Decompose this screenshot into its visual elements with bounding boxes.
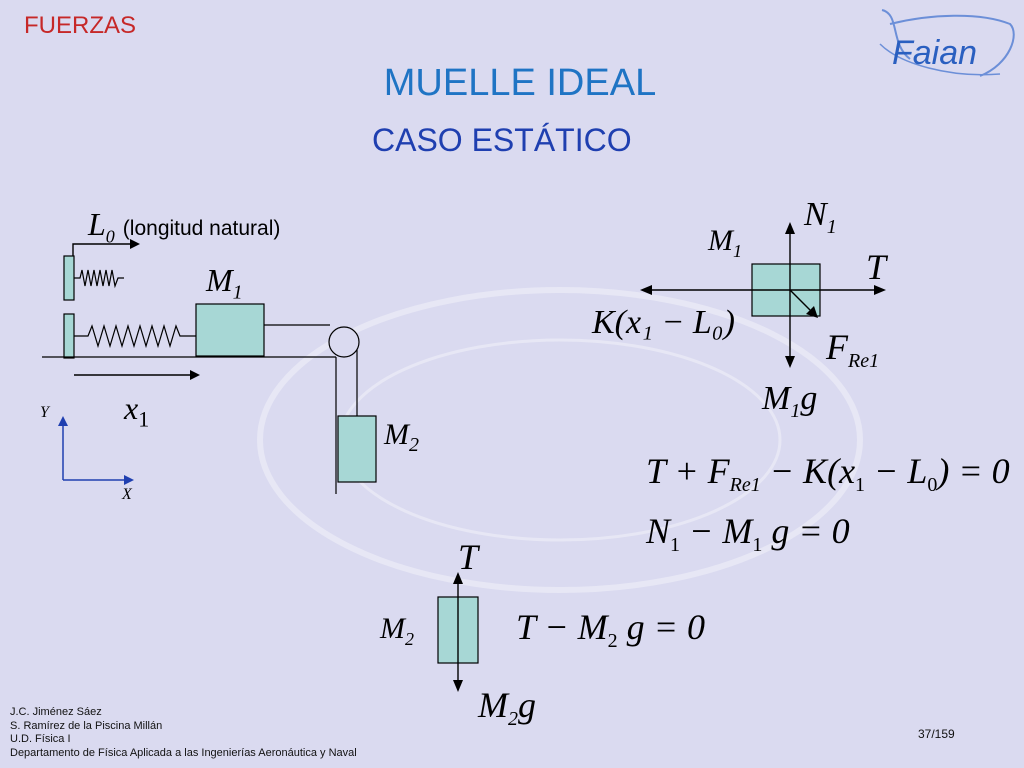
l0-label: L0 (longitud natural) — [88, 206, 281, 247]
equation-vertical-m1: N1 − M1 g = 0 — [646, 511, 850, 557]
fbd2-tension-arrowhead — [453, 572, 463, 584]
l0-note: (longitud natural) — [122, 217, 281, 240]
credits: J.C. Jiménez Sáez S. Ramírez de la Pisci… — [10, 706, 357, 760]
fbd2-weight-label: M2g — [478, 685, 536, 731]
x1-label: x1 — [124, 390, 150, 432]
block-m1 — [195, 303, 265, 357]
fbd1-friction-line — [789, 289, 811, 311]
topic-label: FUERZAS — [24, 12, 137, 39]
fbd1-tension-arrowhead — [874, 285, 886, 295]
fbd2-mass-label: M2 — [380, 612, 414, 649]
fbd1-weight-label: M1g — [762, 380, 818, 422]
block-m2 — [337, 415, 377, 483]
fbd1-spring-arrowhead — [640, 285, 652, 295]
x1-arrowhead — [190, 370, 200, 380]
slide-title: MUELLE IDEAL — [383, 62, 657, 104]
equation-horizontal-m1: T + FRe1 − K(x1 − L0) = 0 — [646, 451, 1010, 497]
equation-vertical-m2: T − M2 g = 0 — [516, 607, 705, 653]
logo-text: Faian — [892, 34, 977, 72]
axis-y-label: Y — [40, 404, 49, 421]
pulley — [328, 326, 360, 358]
credit-line: S. Ramírez de la Piscina Millán — [10, 719, 163, 732]
m1-label: M1 — [206, 262, 243, 304]
fbd1-spring-force-label: K(x₁ − L₀) — [592, 304, 735, 341]
m2-label: M2 — [384, 418, 419, 456]
l0-arrow-line — [72, 243, 130, 256]
axis-x-label: X — [122, 486, 132, 503]
fbd1-normal-arrowhead — [785, 222, 795, 234]
credit-line: U.D. Física I — [10, 733, 71, 745]
page-number: 37/159 — [918, 727, 955, 741]
axis-x-arrowhead — [124, 475, 134, 485]
l0-arrowhead — [130, 239, 140, 249]
credit-line: Departamento de Física Aplicada a las In… — [10, 746, 357, 759]
wall-lower — [63, 313, 75, 359]
fbd1-tension-label: T — [866, 247, 887, 287]
fbd2-weight-arrowhead — [453, 680, 463, 692]
axis-y-arrowhead — [58, 416, 68, 426]
fbd1-mass-label: M1 — [708, 224, 742, 261]
slide-subtitle: CASO ESTÁTICO — [372, 122, 632, 158]
fbd1-friction-arrowhead — [806, 306, 818, 318]
fbd1-friction-label: FRe1 — [826, 327, 880, 373]
credit-line: J.C. Jiménez Sáez — [10, 706, 102, 718]
fbd1-weight-arrowhead — [785, 356, 795, 368]
spring-natural — [74, 269, 124, 289]
fbd2-tension-label: T — [458, 537, 479, 577]
faian-logo: Faian — [879, 9, 1015, 77]
wall-upper — [63, 255, 75, 301]
fbd1-normal-label: N1 — [804, 196, 837, 238]
spring-stretched — [74, 323, 196, 349]
